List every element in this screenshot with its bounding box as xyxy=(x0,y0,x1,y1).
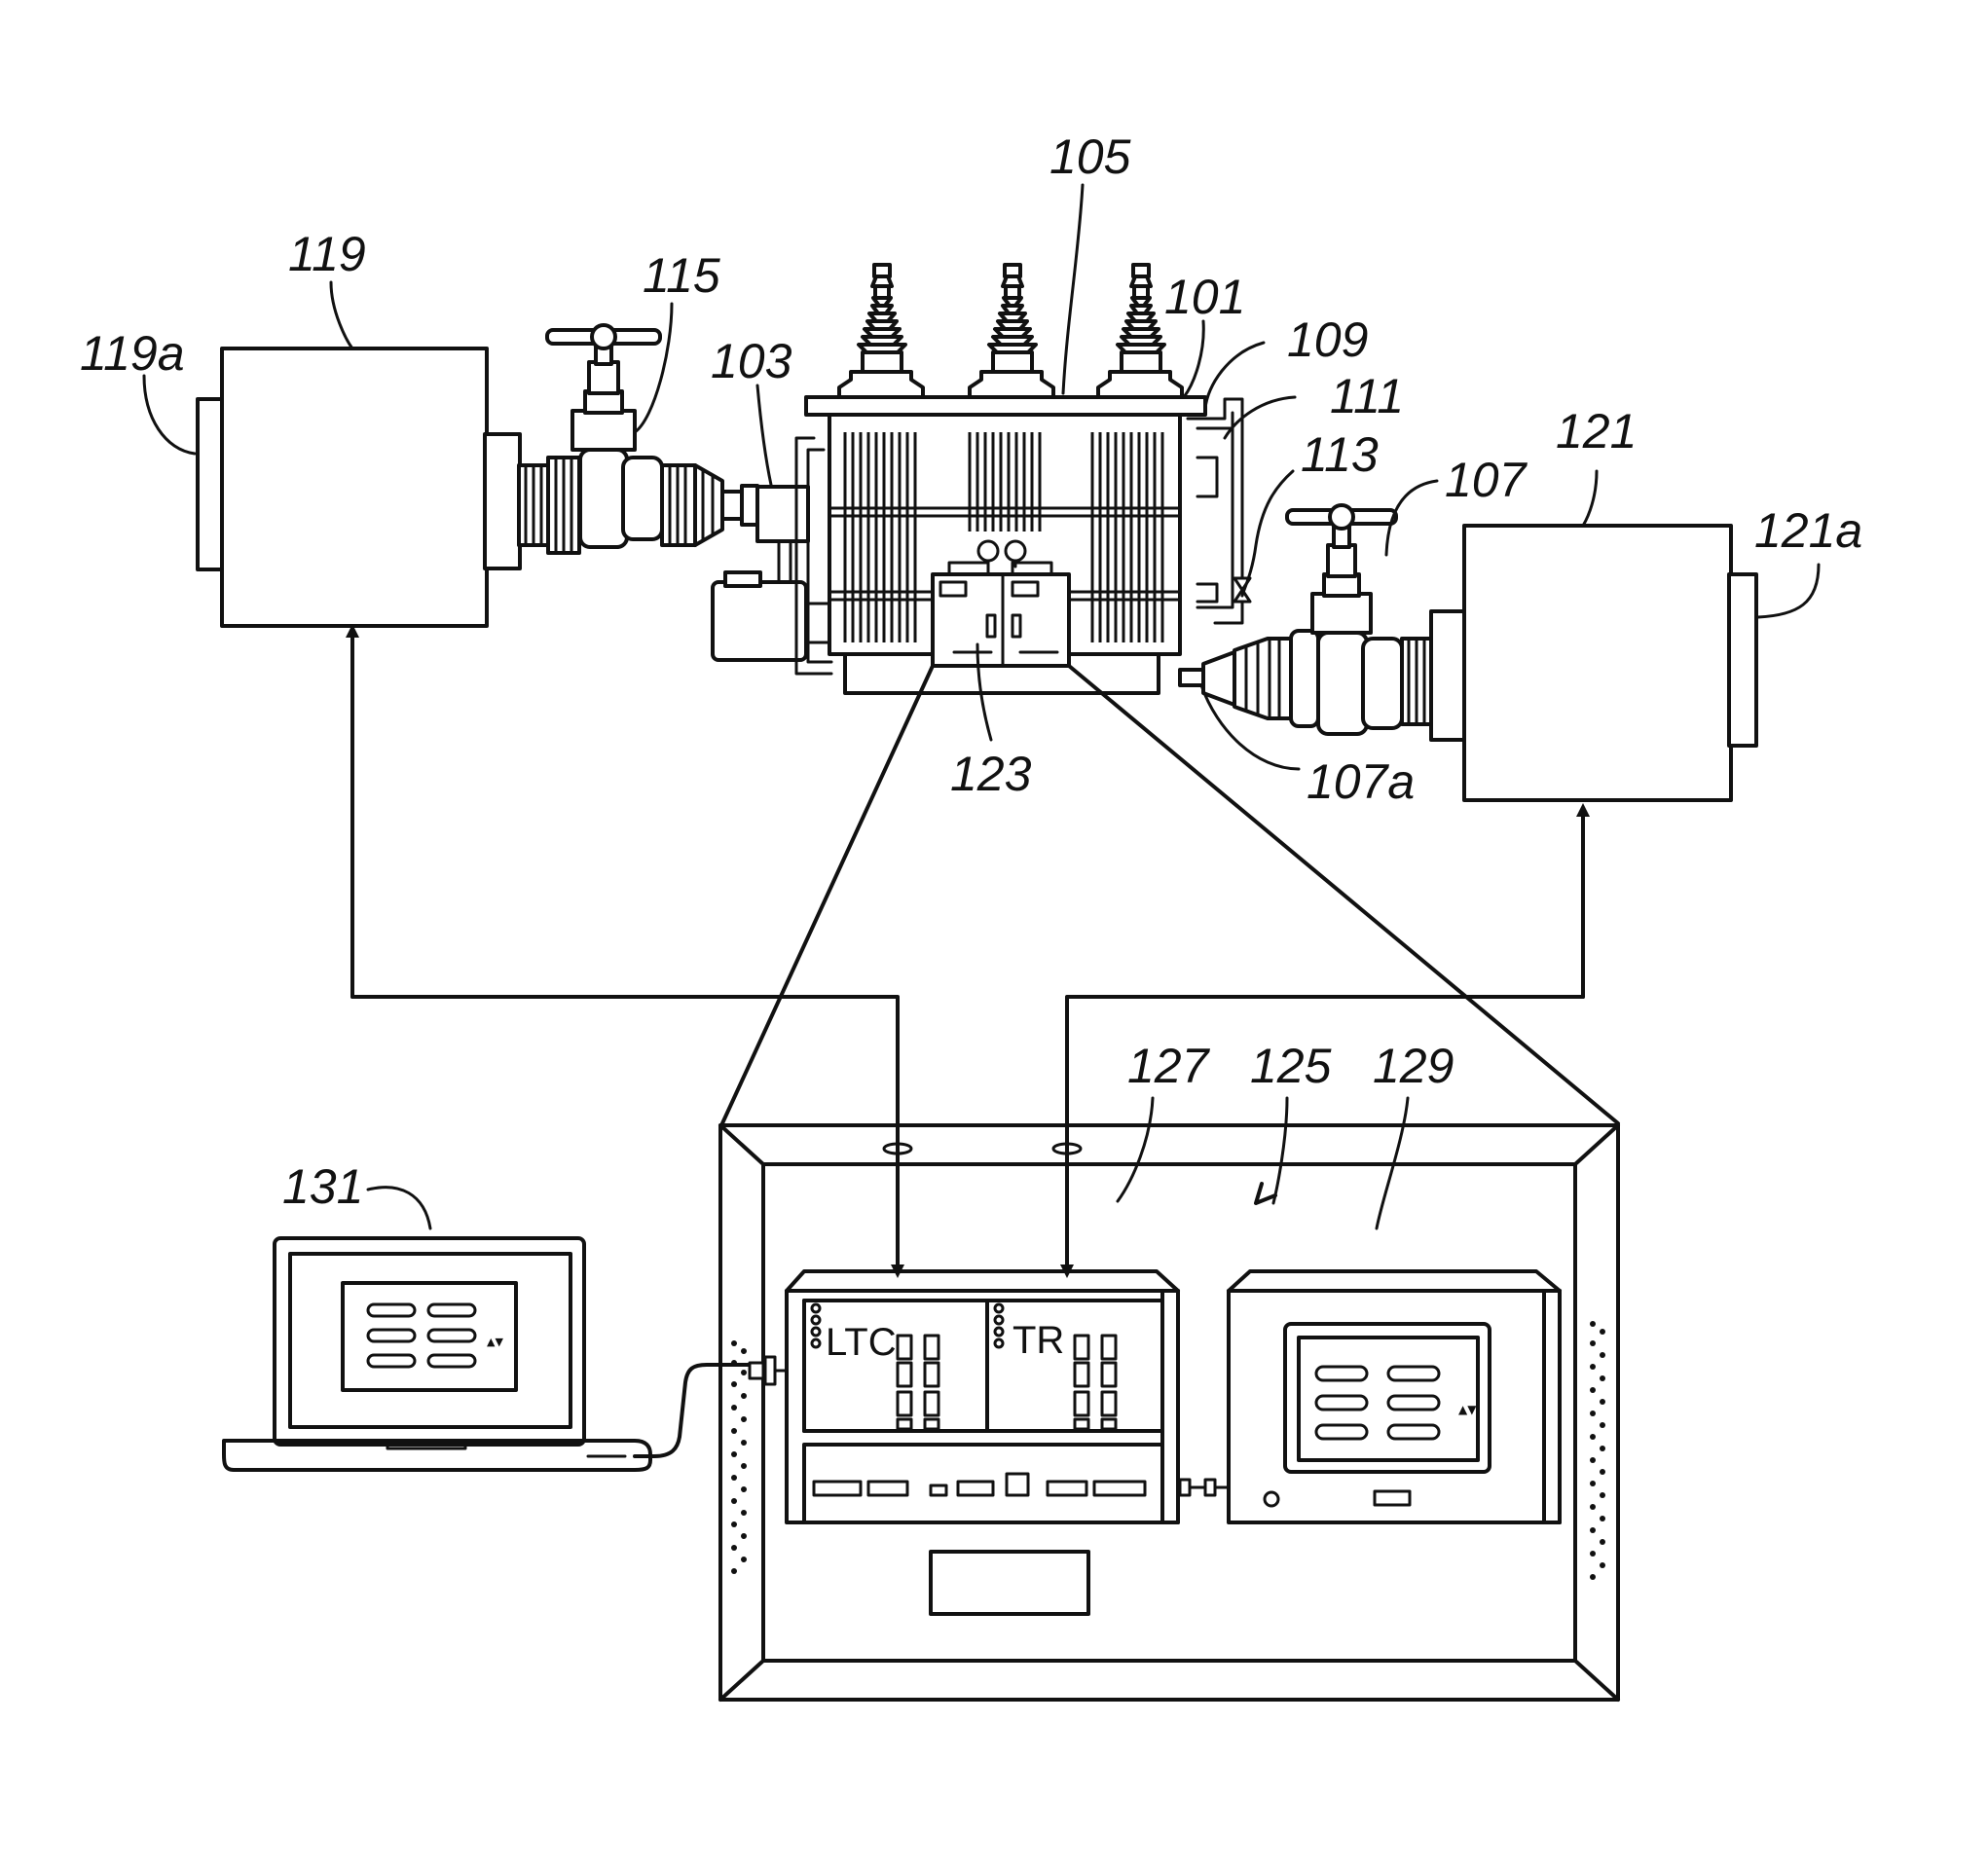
label-107a: 107a xyxy=(1307,754,1415,809)
leader-131 xyxy=(368,1188,430,1228)
label-127: 127 xyxy=(1127,1039,1211,1093)
label-107: 107 xyxy=(1445,453,1528,507)
left-coupling xyxy=(519,458,579,553)
laptop-scroll-icon: ▲▼ xyxy=(487,1336,503,1348)
label-125: 125 xyxy=(1250,1039,1332,1093)
drive-unit-119 xyxy=(198,348,520,626)
vent-right xyxy=(1590,1321,1605,1580)
ltc-label: LTC xyxy=(826,1321,897,1364)
laptop-131: ▲▼ xyxy=(224,1238,650,1470)
right-flange-nozzle xyxy=(1180,631,1318,726)
left-flange-nozzle xyxy=(662,465,757,545)
monitor-scroll-icon: ▲▼ xyxy=(1458,1403,1477,1416)
arrowhead-125 xyxy=(1256,1184,1275,1203)
zoom-line-left xyxy=(722,666,933,1123)
label-115: 115 xyxy=(643,248,720,303)
signal-line-119 xyxy=(352,631,898,1271)
controller-127 xyxy=(787,1271,1178,1522)
label-109: 109 xyxy=(1287,312,1368,367)
label-131: 131 xyxy=(282,1159,363,1214)
link-127-129 xyxy=(1180,1480,1229,1495)
enclosure-label-plate xyxy=(931,1552,1088,1614)
bushing-left xyxy=(839,265,923,397)
monitor-129: ▲▼ xyxy=(1229,1271,1560,1522)
label-101: 101 xyxy=(1164,270,1245,324)
label-121a: 121a xyxy=(1754,503,1862,558)
label-113: 113 xyxy=(1301,427,1379,482)
label-119a: 119a xyxy=(80,326,185,381)
drive-unit-121 xyxy=(1464,526,1756,800)
label-111: 111 xyxy=(1330,369,1404,423)
bushing-center xyxy=(970,265,1053,397)
label-123: 123 xyxy=(950,747,1032,801)
tr-label: TR xyxy=(1012,1319,1064,1362)
label-121: 121 xyxy=(1556,404,1637,458)
label-103: 103 xyxy=(711,334,792,388)
vent-left xyxy=(731,1340,747,1574)
right-coupling xyxy=(1402,611,1464,740)
label-105: 105 xyxy=(1049,129,1131,184)
label-129: 129 xyxy=(1373,1039,1454,1093)
label-119: 119 xyxy=(288,227,366,281)
